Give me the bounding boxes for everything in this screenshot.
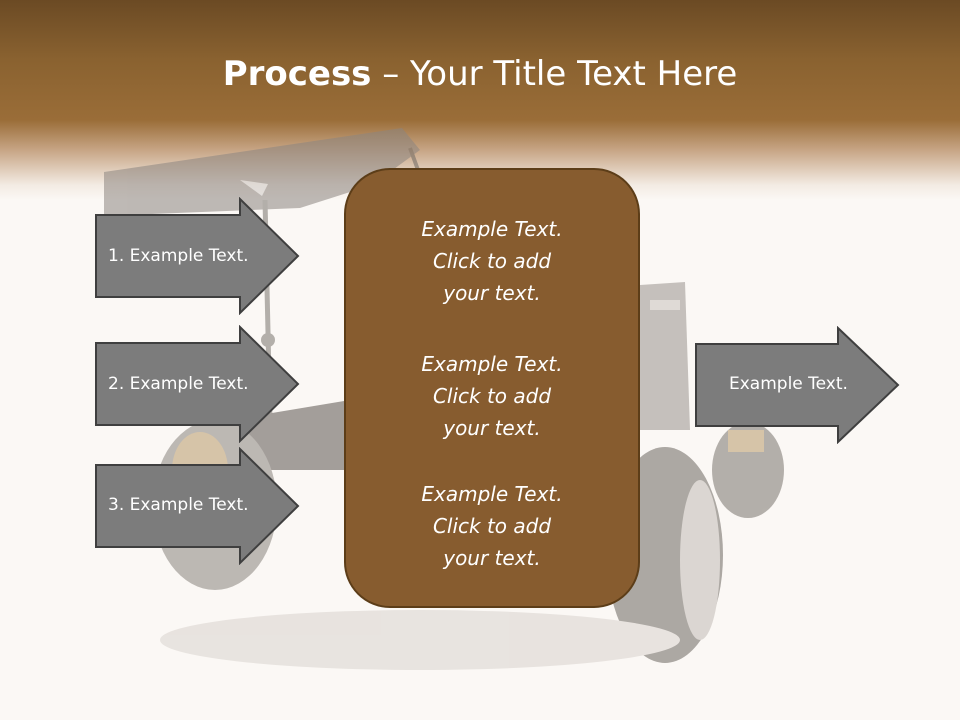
center-content-box[interactable] xyxy=(344,168,640,608)
step-arrow-3[interactable] xyxy=(94,447,300,565)
center-line: Click to add xyxy=(432,249,552,273)
center-line: Click to add xyxy=(432,514,552,538)
step-label-2: 2. Example Text. xyxy=(108,374,249,394)
center-line: your text. xyxy=(443,546,541,570)
center-text-block-1: Example Text. Click to add your text. xyxy=(344,213,640,309)
step-arrow-1[interactable] xyxy=(94,197,300,315)
center-text-block-3: Example Text. Click to add your text. xyxy=(344,478,640,574)
step-label-3: 3. Example Text. xyxy=(108,495,249,515)
center-line: Example Text. xyxy=(421,352,563,376)
title-rest: – Your Title Text Here xyxy=(371,54,738,94)
step-arrow-2[interactable] xyxy=(94,325,300,443)
center-line: Example Text. xyxy=(421,217,563,241)
step-label-1: 1. Example Text. xyxy=(108,246,249,266)
center-line: Click to add xyxy=(432,384,552,408)
center-line: Example Text. xyxy=(421,482,563,506)
center-line: your text. xyxy=(443,281,541,305)
title-bold: Process xyxy=(222,54,372,94)
output-arrow[interactable] xyxy=(694,326,900,444)
output-label: Example Text. xyxy=(729,374,848,394)
slide-title: Process – Your Title Text Here xyxy=(0,52,960,96)
center-line: your text. xyxy=(443,416,541,440)
center-text-block-2: Example Text. Click to add your text. xyxy=(344,348,640,444)
